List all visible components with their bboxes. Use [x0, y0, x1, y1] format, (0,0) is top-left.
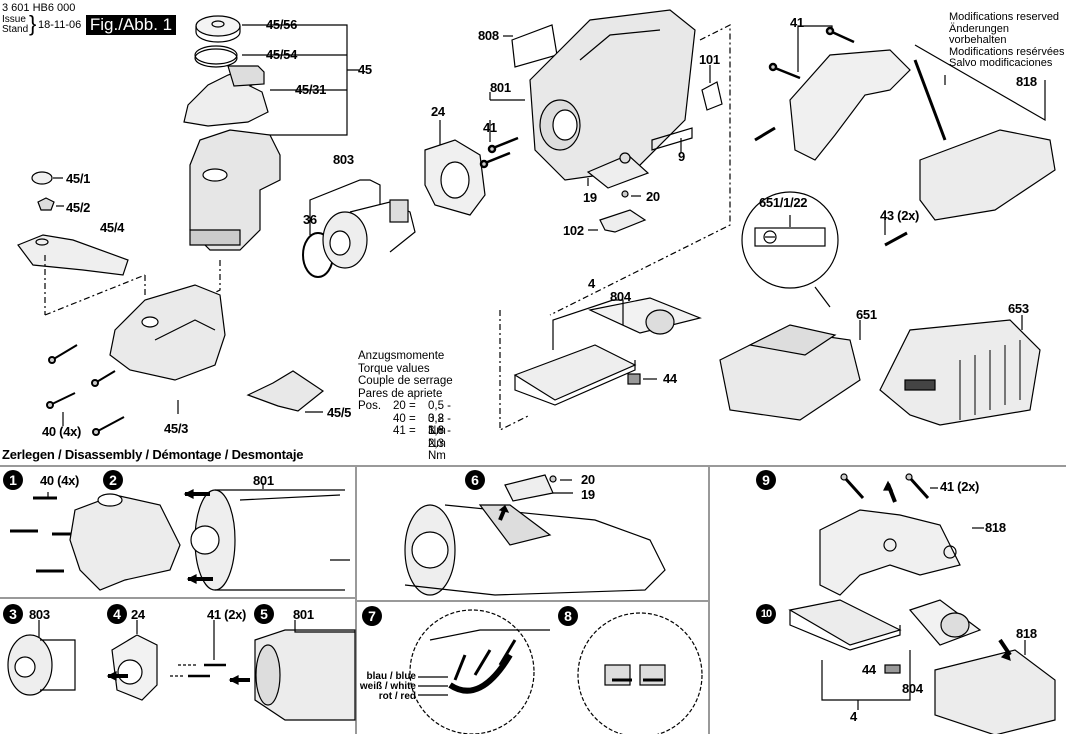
step-badge-1: 1 [3, 470, 23, 490]
part-label-41: 41 [483, 120, 497, 135]
step9-label-818: 818 [985, 520, 1006, 535]
step10-label-4: 4 [850, 709, 857, 724]
wire-label-red: rot / red [378, 691, 416, 702]
rear-cover-818 [919, 129, 1056, 221]
step6-label-20: 20 [581, 472, 595, 487]
step4-label-24: 24 [131, 607, 145, 622]
torque-row: 41 = 1,8 - 2,3 Nm [393, 425, 452, 462]
part-label-45-4: 45/4 [100, 220, 125, 235]
part-label-44: 44 [663, 371, 677, 386]
part-label-20: 20 [646, 189, 660, 204]
part-label-808: 808 [478, 28, 499, 43]
step-badge-4: 4 [107, 604, 127, 624]
part-label-801: 801 [490, 80, 511, 95]
part-label-4: 4 [588, 276, 595, 291]
screws-40 [46, 344, 125, 436]
disassembly-title: Zerlegen / Disassembly / Démontage / Des… [2, 447, 304, 462]
bracket-part-45-31 [183, 65, 269, 127]
torque-row: Pos. 20 = 0,5 - 0,8 Nm [358, 400, 452, 437]
issue-label: Issue Stand [2, 14, 29, 35]
part-label-45-5: 45/5 [327, 405, 352, 420]
part-label-651: 651 [856, 307, 877, 322]
step2-label-801: 801 [253, 473, 274, 488]
panel-divider [708, 465, 710, 734]
step3-label-803: 803 [29, 607, 50, 622]
gear-assembly-803 [322, 199, 416, 269]
wire-label-white: weiß / white [359, 681, 416, 692]
gear-head-housing [189, 129, 281, 251]
panel-divider [355, 600, 708, 602]
torque-table: Anzugsmomente Torque values Couple de se… [358, 350, 453, 462]
ring-part-45-54 [194, 45, 238, 68]
figure-label: Fig./Abb. 1 [86, 15, 176, 35]
panel-divider [0, 597, 355, 599]
electronics-module-4 [513, 297, 702, 406]
torque-row: 40 = 3,2 - 3,6 Nm [393, 412, 452, 450]
panel-divider [355, 465, 357, 734]
step-badge-10: 10 [756, 604, 776, 624]
part-label-45-3: 45/3 [164, 421, 189, 436]
motor-housing-801 [529, 9, 696, 181]
part-label-36: 36 [303, 212, 317, 227]
charger-653 [879, 319, 1041, 426]
part-label-9: 9 [678, 149, 685, 164]
part-label-653: 653 [1008, 301, 1029, 316]
part-label-804: 804 [610, 289, 631, 304]
step-badge-8: 8 [558, 606, 578, 626]
step-badge-2: 2 [103, 470, 123, 490]
part-label-803: 803 [333, 152, 354, 167]
issue-date: 18-11-06 [38, 19, 82, 31]
part-label-45-31: 45/31 [295, 82, 327, 97]
step1-label-40: 40 (4x) [40, 473, 80, 488]
part-label-41-top: 41 [790, 15, 804, 30]
part-label-40: 40 (4x) [42, 424, 82, 439]
step9-label-41: 41 (2x) [940, 479, 980, 494]
part-label-651-1-22: 651/1/22 [759, 195, 808, 210]
part-label-45-56: 45/56 [266, 17, 298, 32]
part-label-45-2: 45/2 [66, 200, 91, 215]
handle-half-shell [789, 49, 911, 161]
modifications-notice: Modifications reserved Änderungen vorbeh… [949, 11, 1065, 69]
battery-651 [719, 324, 861, 421]
step6-label-19: 19 [581, 487, 595, 502]
document-number: 3 601 HB6 000 [2, 2, 76, 14]
step5-label-41: 41 (2x) [207, 607, 247, 622]
step-badge-6: 6 [465, 470, 485, 490]
bearing-flange-24 [424, 139, 486, 216]
part-label-45-1: 45/1 [66, 171, 91, 186]
step-badge-7: 7 [362, 606, 382, 626]
step10-label-44: 44 [862, 662, 876, 677]
part-label-24: 24 [431, 104, 445, 119]
part-label-45-54: 45/54 [266, 47, 298, 62]
part-label-19: 19 [583, 190, 597, 205]
part-label-43: 43 (2x) [880, 208, 920, 223]
step-badge-9: 9 [756, 470, 776, 490]
part-label-101: 101 [699, 52, 720, 67]
step-badge-5: 5 [254, 604, 274, 624]
wire-label-blue: blau / blue [366, 671, 416, 682]
disassembly-panels [0, 465, 1066, 736]
cap-part-45-56 [195, 15, 241, 43]
step5-label-801: 801 [293, 607, 314, 622]
front-housing-45-3 [109, 284, 226, 381]
step10-label-804: 804 [902, 681, 923, 696]
issue-brace: } [29, 11, 37, 36]
step-badge-3: 3 [3, 604, 23, 624]
part-label-818: 818 [1016, 74, 1037, 89]
step10-label-818: 818 [1016, 626, 1037, 641]
exploded-view-drawing [17, 9, 1056, 436]
part-label-102: 102 [563, 223, 584, 238]
part-label-45: 45 [358, 62, 372, 77]
